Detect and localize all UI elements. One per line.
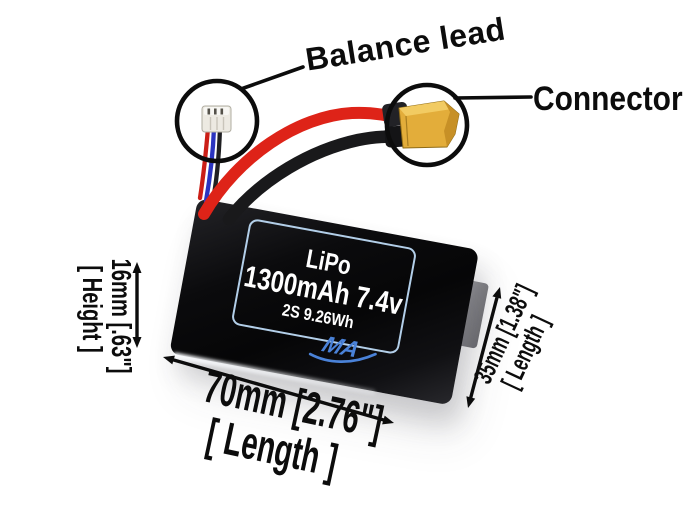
height-caption: [ Height ] bbox=[77, 265, 109, 353]
xt60-side-face bbox=[444, 101, 459, 147]
xt60-connector bbox=[398, 100, 460, 149]
battery-pack: LiPo 1300mAh 7.4v 2S 9.26Wh MA bbox=[169, 198, 480, 406]
jst-top bbox=[204, 107, 229, 115]
jst-ridges bbox=[209, 117, 225, 130]
balance-wire-black bbox=[209, 125, 223, 207]
connector-label: Connector bbox=[533, 80, 683, 118]
jst-body bbox=[201, 105, 232, 133]
balance-wire-blue bbox=[203, 125, 217, 204]
xt60-body bbox=[398, 100, 460, 149]
jst-connector bbox=[201, 105, 232, 133]
maxamps-logo-letters: MA bbox=[318, 331, 364, 361]
balance-callout-line bbox=[239, 65, 305, 91]
xt60-seam bbox=[405, 115, 409, 147]
jst-pin bbox=[214, 108, 217, 115]
black-wire bbox=[222, 130, 410, 226]
jst-pin bbox=[207, 108, 211, 115]
red-wire-sleeve bbox=[382, 101, 409, 127]
xt60-top-face bbox=[399, 101, 452, 116]
maxamps-logo: MA bbox=[302, 322, 384, 375]
connector-callout-line bbox=[453, 95, 533, 100]
height-dimension-label: 16mm [.63"] [ Height ] bbox=[77, 239, 137, 379]
black-wire-sleeve bbox=[384, 125, 411, 148]
connector-circle bbox=[384, 82, 470, 168]
balance-lead-circle bbox=[174, 78, 260, 164]
height-value: 16mm [.63"] bbox=[106, 258, 137, 374]
balance-wire-red bbox=[197, 125, 211, 201]
jst-pin bbox=[220, 108, 224, 115]
red-wire bbox=[198, 106, 408, 220]
balance-lead-label: Balance lead bbox=[303, 10, 508, 78]
svg-text:MA: MA bbox=[318, 331, 364, 361]
